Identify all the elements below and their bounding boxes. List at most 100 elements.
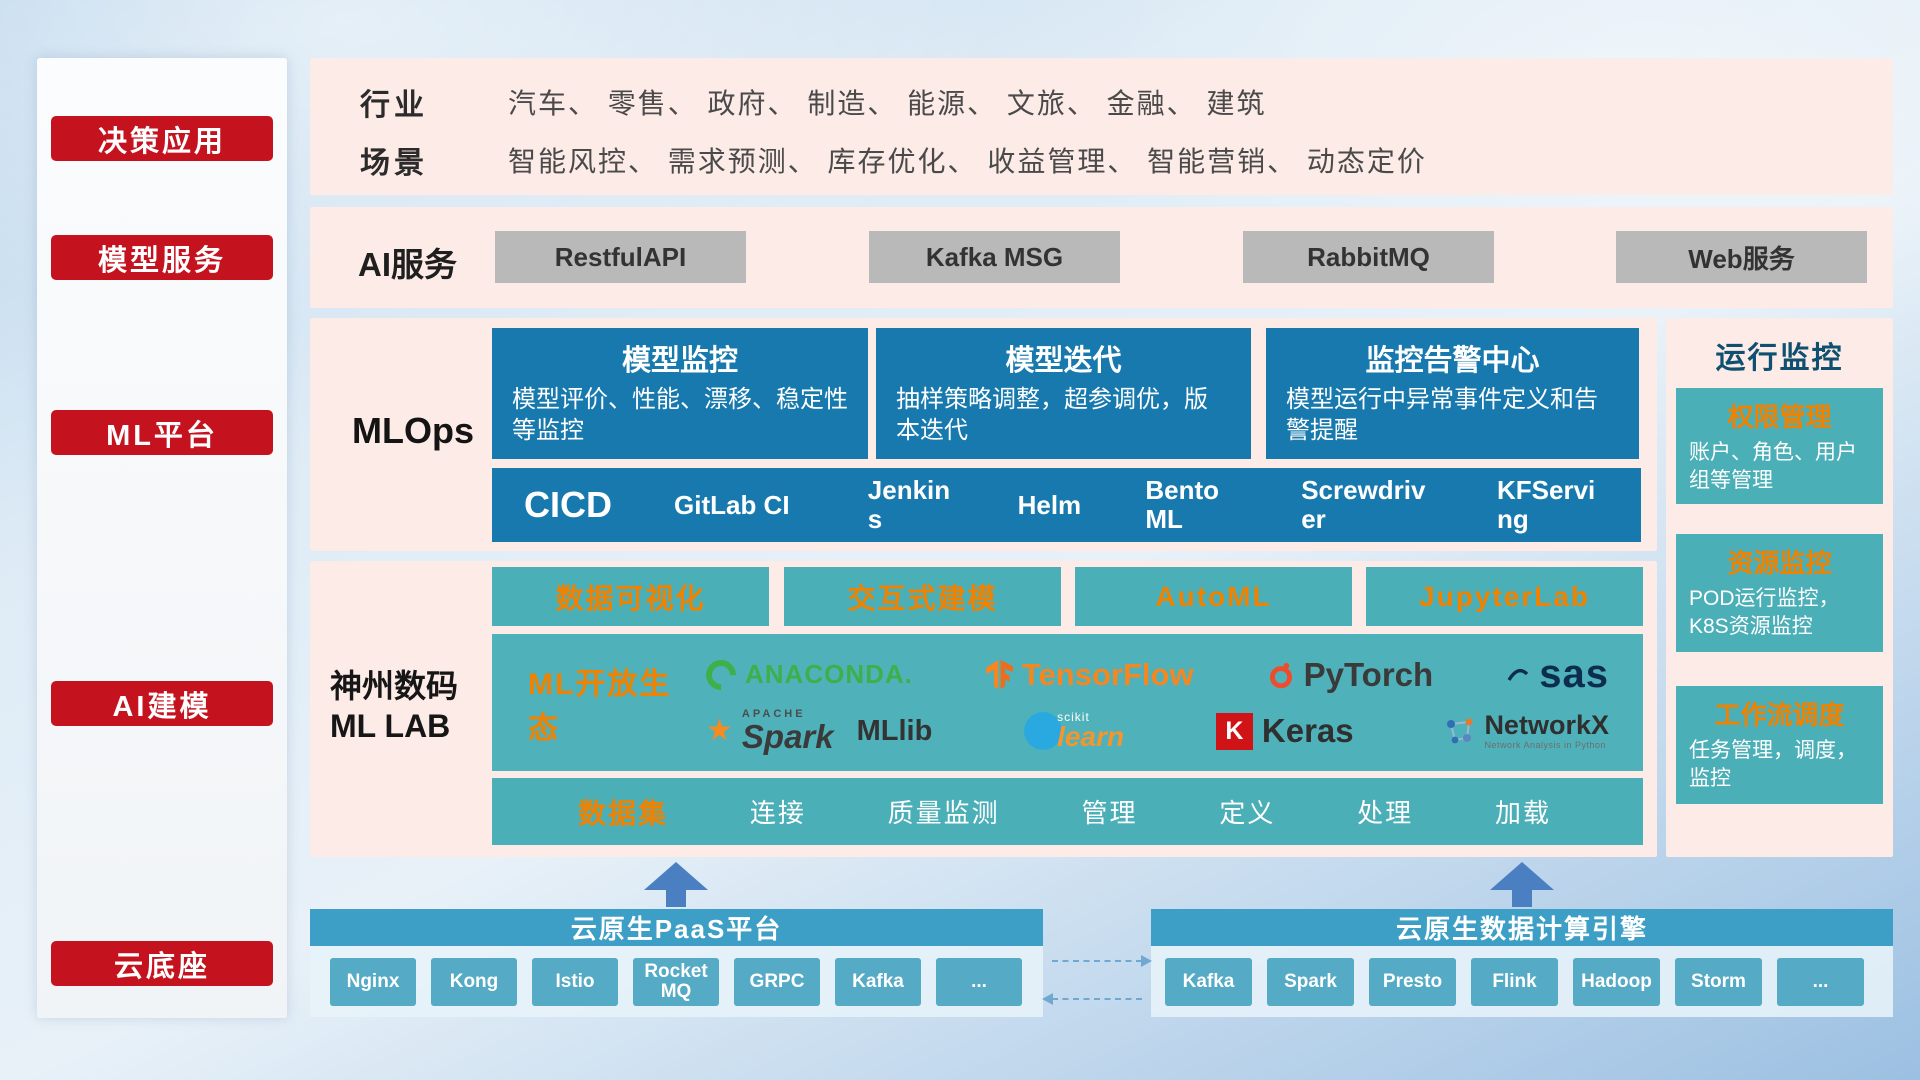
engine-item-kafka: Kafka — [1165, 957, 1252, 1006]
mllib-label: MLlib — [856, 714, 933, 747]
paas-item-kafka: Kafka — [835, 957, 921, 1006]
pytorch-icon — [1269, 662, 1292, 688]
tensorflow-logo: TensorFlow — [986, 657, 1194, 693]
service-kafka-msg: Kafka MSG — [869, 231, 1120, 283]
industry-scenario-panel: 行业 汽车、 零售、 政府、 制造、 能源、 文旅、 金融、 建筑 场景 智能风… — [310, 58, 1893, 195]
card-desc: 账户、角色、用户组等管理 — [1689, 441, 1857, 493]
dataset-bar: 数据集 连接 质量监测 管理 定义 处理 加载 — [492, 778, 1643, 845]
sklearn-circle-icon — [1024, 712, 1063, 750]
tool-jupyterlab: JupyterLab — [1366, 567, 1643, 626]
tensorflow-icon — [986, 660, 1013, 689]
engine-item-more: ... — [1777, 957, 1864, 1006]
alert-center-card: 监控告警中心 模型运行中异常事件定义和告警提醒 — [1266, 328, 1639, 459]
cicd-tool-gitlab-ci: GitLab CI — [674, 489, 790, 520]
service-restfulapi: RestfulAPI — [495, 231, 746, 283]
paas-platform-header: 云原生PaaS平台 — [310, 909, 1043, 946]
ai-service-label: AI服务 — [358, 246, 457, 283]
cicd-tool-helm: Helm — [1017, 489, 1082, 520]
model-iteration-card: 模型迭代 抽样策略调整，超参调优，版本迭代 — [876, 328, 1251, 459]
sklearn-logo: scikit learn — [1024, 711, 1124, 751]
engine-items-strip: Kafka Spark Presto Flink Hadoop Storm ..… — [1151, 946, 1893, 1017]
card-title: 监控告警中心 — [1365, 345, 1540, 377]
dataset-item-manage: 管理 — [1081, 798, 1138, 828]
ml-lab-label-line1: 神州数码 — [330, 668, 459, 704]
ml-lab-panel: 神州数码 ML LAB 数据可视化 交互式建模 AutoML JupyterLa… — [310, 561, 1657, 857]
sas-swoosh-icon — [1507, 668, 1529, 681]
dashed-arrow-left-icon — [1042, 993, 1142, 1005]
keras-logo: K Keras — [1215, 712, 1354, 750]
logo-row-1: ANACONDA. TensorFlow — [699, 652, 1609, 697]
tool-interactive-modeling: 交互式建模 — [784, 567, 1061, 626]
card-title: 模型迭代 — [1005, 345, 1122, 377]
dataset-item-quality: 质量监测 — [887, 798, 1000, 828]
service-web: Web服务 — [1616, 231, 1867, 283]
anaconda-logo: ANACONDA. — [699, 653, 913, 696]
cicd-tool-jenkins: Jenkins — [867, 475, 951, 534]
card-desc: 模型评价、性能、漂移、稳定性等监控 — [512, 386, 848, 445]
engine-item-presto: Presto — [1369, 957, 1456, 1006]
cicd-tools: GitLab CI Jenkins Helm BentoML Screwdriv… — [674, 476, 1609, 533]
sidebar-item-cloud-base: 云底座 — [51, 941, 273, 986]
card-desc: 模型运行中异常事件定义和告警提醒 — [1286, 386, 1598, 445]
card-title: 工作流调度 — [1714, 700, 1845, 730]
cicd-tool-kfserving: KFServing — [1496, 475, 1596, 534]
card-desc: POD运行监控，K8S资源监控 — [1689, 587, 1840, 639]
paas-item-kong: Kong — [431, 957, 517, 1006]
spark-star-icon: ★ — [706, 714, 733, 747]
sidebar-item-model-services: 模型服务 — [51, 235, 273, 280]
dataset-item-load: 加载 — [1494, 798, 1551, 828]
ml-ecosystem-label: ML开放生态 — [528, 667, 672, 745]
paas-item-more: ... — [936, 957, 1022, 1006]
ml-lab-label-line2: ML LAB — [330, 708, 451, 744]
workflow-scheduling-card: 工作流调度 任务管理，调度，监控 — [1676, 686, 1883, 804]
cicd-bar: CICD GitLab CI Jenkins Helm BentoML Scre… — [492, 468, 1641, 542]
resource-monitoring-card: 资源监控 POD运行监控，K8S资源监控 — [1676, 534, 1883, 652]
paas-item-grpc: GRPC — [734, 957, 820, 1006]
tool-data-visualization: 数据可视化 — [492, 567, 769, 626]
cicd-tool-screwdriver: Screwdriver — [1301, 475, 1426, 534]
sas-logo: sas — [1506, 652, 1609, 697]
runtime-monitoring-title: 运行监控 — [1715, 342, 1844, 375]
left-rail — [37, 58, 287, 1018]
spark-logo: ★ APACHE Spark MLlib — [706, 708, 933, 755]
card-title: 资源监控 — [1727, 548, 1832, 578]
card-title: 模型监控 — [621, 345, 738, 377]
cicd-tool-bentoml: BentoML — [1145, 475, 1220, 534]
industry-list: 汽车、 零售、 政府、 制造、 能源、 文旅、 金融、 建筑 — [508, 88, 1267, 119]
mlops-label: MLOps — [352, 410, 474, 451]
dataset-label: 数据集 — [578, 797, 669, 829]
keras-k-icon: K — [1215, 712, 1253, 750]
engine-item-spark: Spark — [1267, 957, 1354, 1006]
dataset-item-define: 定义 — [1219, 798, 1276, 828]
sidebar-item-ai-modeling: AI建模 — [51, 681, 273, 726]
tool-automl: AutoML — [1075, 567, 1352, 626]
ml-ecosystem-block: ML开放生态 ANACONDA. TensorFlow — [492, 634, 1643, 771]
up-arrow-icon — [644, 862, 708, 908]
runtime-monitoring-panel: 运行监控 权限管理 账户、角色、用户组等管理 资源监控 POD运行监控，K8S资… — [1666, 318, 1893, 857]
engine-item-hadoop: Hadoop — [1573, 957, 1660, 1006]
industry-row: 行业 汽车、 零售、 政府、 制造、 能源、 文旅、 金融、 建筑 — [360, 80, 1266, 124]
paas-item-nginx: Nginx — [330, 957, 416, 1006]
engine-item-flink: Flink — [1471, 957, 1558, 1006]
card-title: 权限管理 — [1727, 402, 1832, 432]
scenario-label: 场景 — [360, 147, 428, 180]
ml-lab-label: 神州数码 ML LAB — [330, 666, 490, 746]
service-rabbitmq: RabbitMQ — [1243, 231, 1494, 283]
sidebar-item-ml-platform: ML平台 — [51, 410, 273, 455]
scenario-list: 智能风控、 需求预测、 库存优化、 收益管理、 智能营销、 动态定价 — [508, 146, 1427, 177]
paas-item-istio: Istio — [532, 957, 618, 1006]
dashed-arrow-right-icon — [1052, 955, 1152, 967]
mlops-panel: MLOps 模型监控 模型评价、性能、漂移、稳定性等监控 模型迭代 抽样策略调整… — [310, 318, 1657, 551]
up-arrow-icon — [1490, 862, 1554, 908]
dataset-item-connect: 连接 — [749, 798, 806, 828]
networkx-logo: NetworkX Network Analysis in Python — [1445, 711, 1609, 751]
data-engine-header: 云原生数据计算引擎 — [1151, 909, 1893, 946]
permission-management-card: 权限管理 账户、角色、用户组等管理 — [1676, 388, 1883, 504]
paas-item-rocketmq: RocketMQ — [633, 957, 719, 1006]
industry-label: 行业 — [360, 89, 428, 122]
scenario-row: 场景 智能风控、 需求预测、 库存优化、 收益管理、 智能营销、 动态定价 — [360, 138, 1427, 182]
dataset-item-process: 处理 — [1357, 798, 1414, 828]
card-desc: 任务管理，调度，监控 — [1689, 739, 1857, 791]
logo-row-2: ★ APACHE Spark MLlib scikit learn — [706, 708, 1609, 755]
